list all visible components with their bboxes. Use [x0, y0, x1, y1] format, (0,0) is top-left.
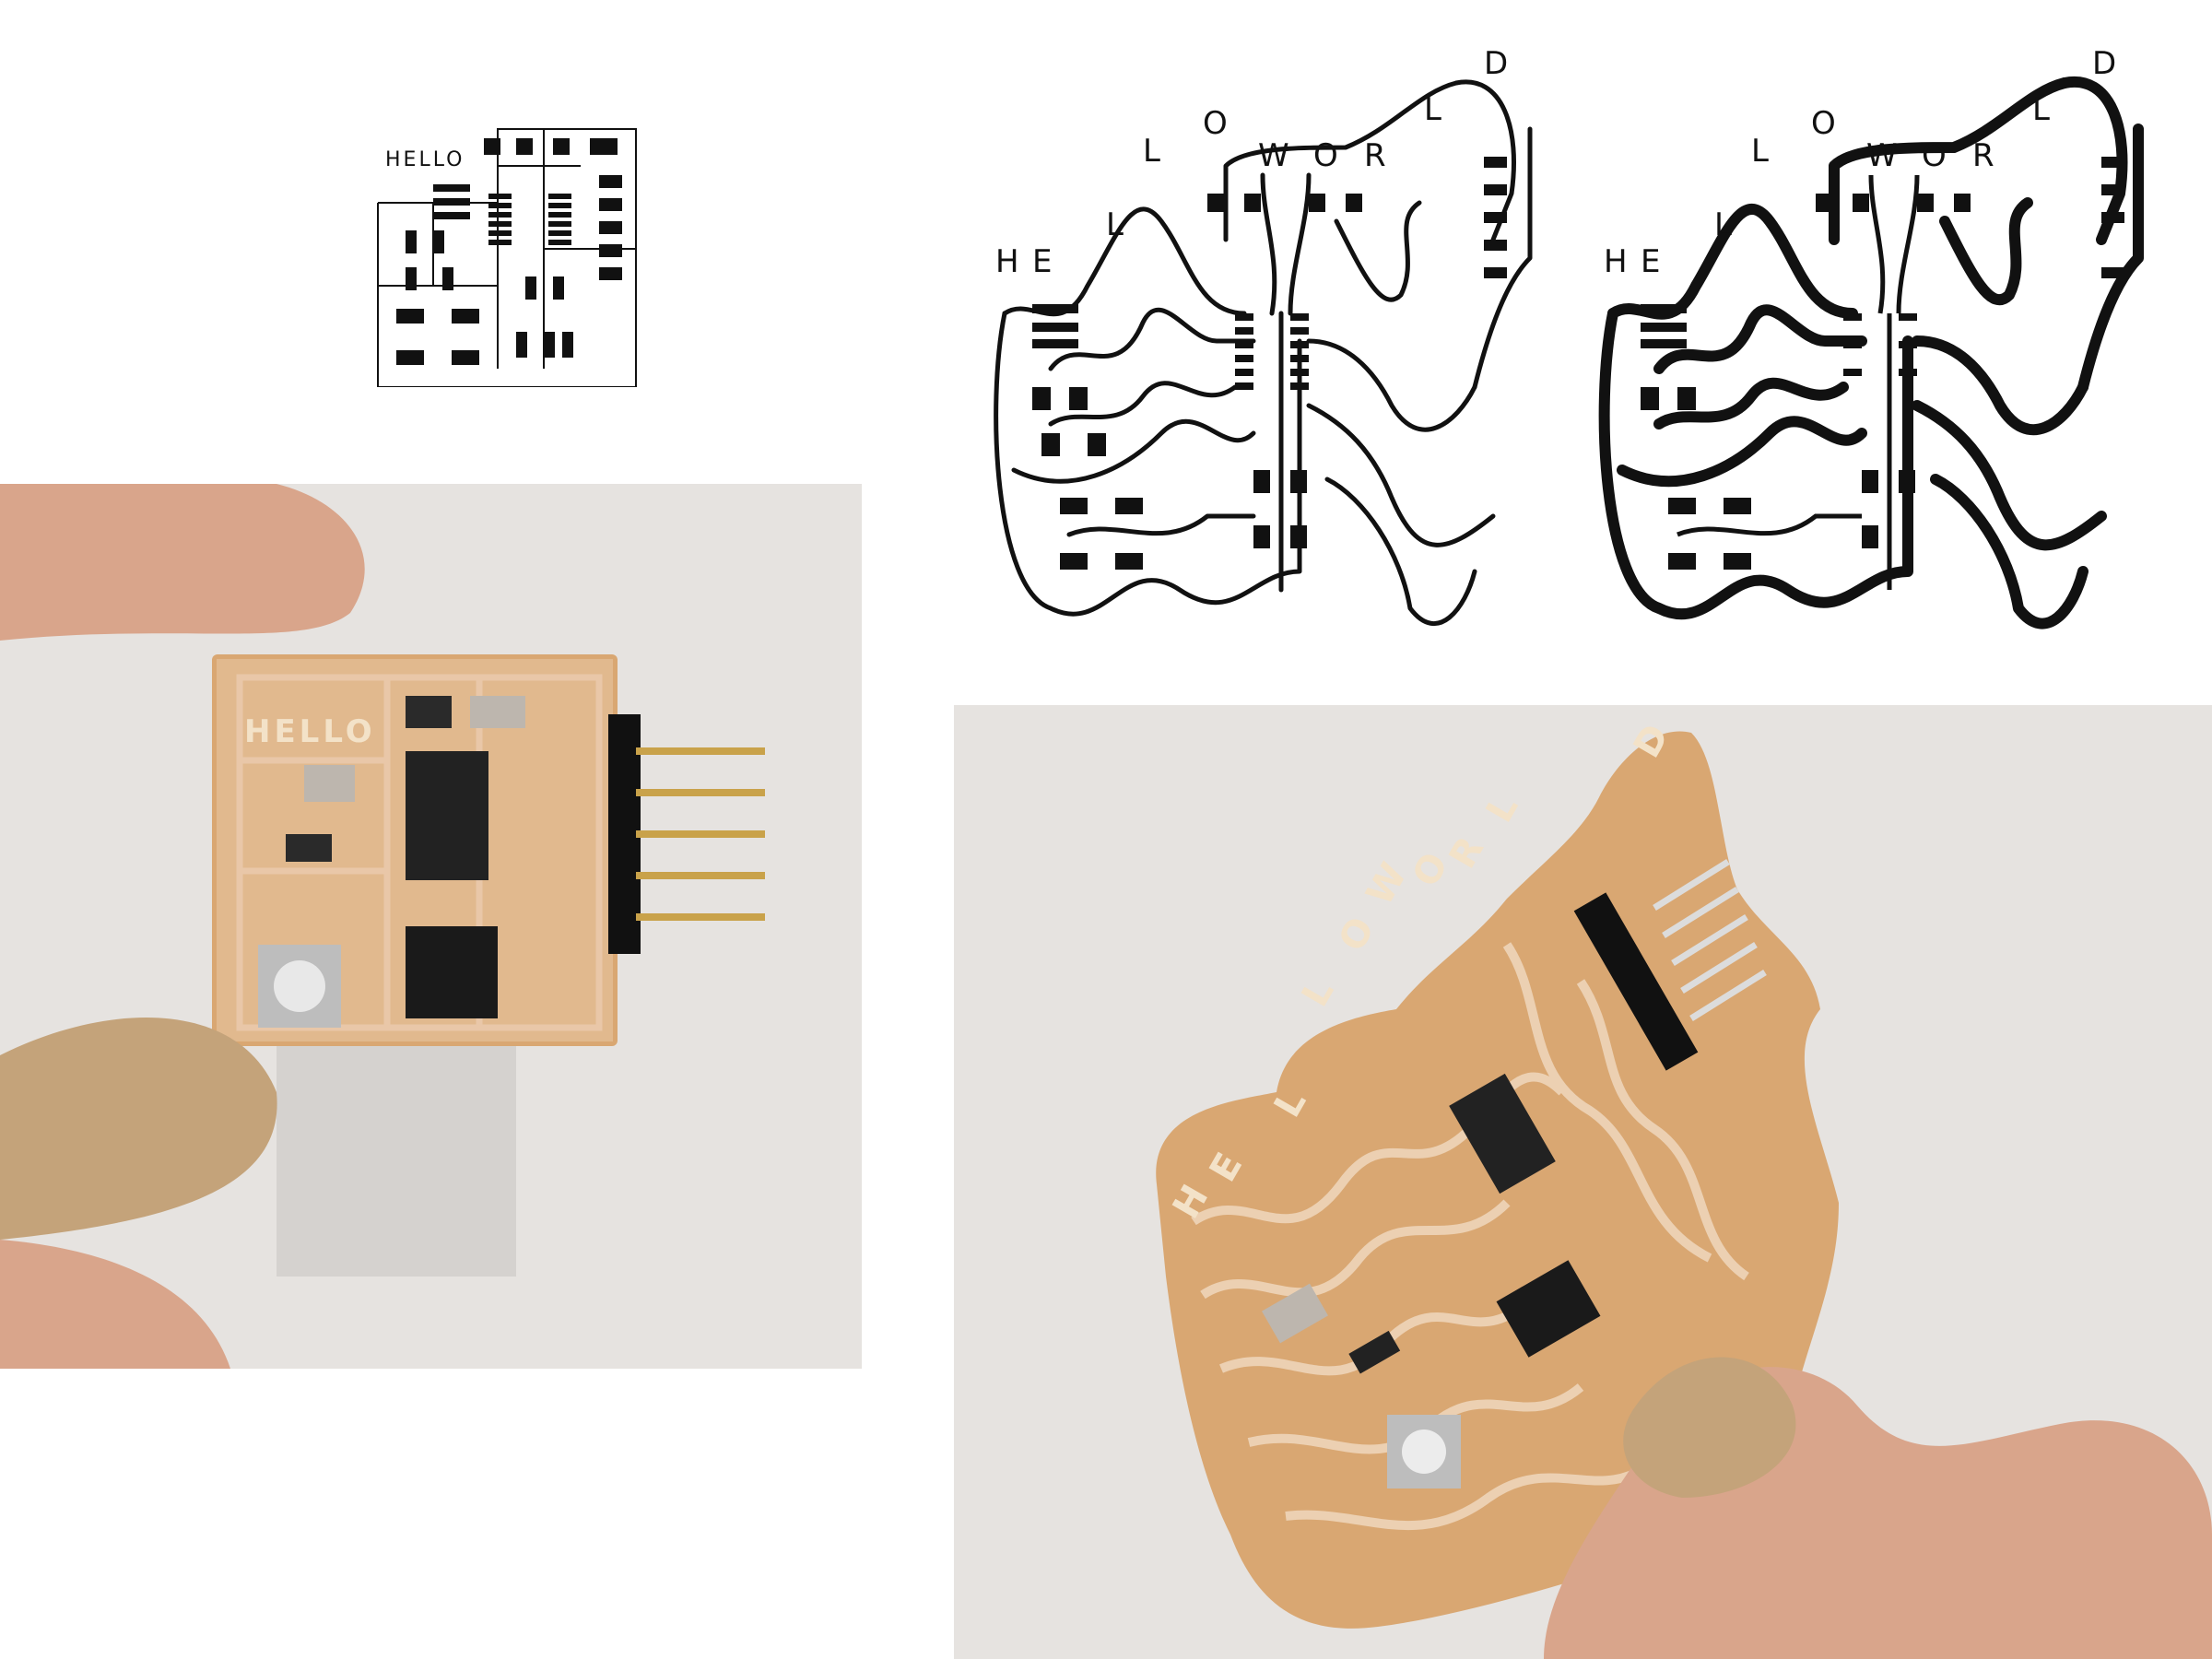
schematic-straight-svg: HELLO — [377, 128, 637, 387]
wiggle-thin-letter-l3: L — [1424, 91, 1441, 128]
photo-wiggle-board-svg: H E L L O W O R L D — [954, 705, 2212, 1659]
wiggle-thin-letter-l1: L — [1106, 206, 1124, 243]
wiggle-thick-letter-l1: L — [1714, 206, 1732, 243]
wiggle-thick-letter-l2: L — [1751, 133, 1769, 170]
wiggle-thin-letter-d: D — [1484, 45, 1508, 82]
photo-straight-board-svg: HELLO — [0, 484, 862, 1369]
wiggle-thick-letter-d: D — [2092, 45, 2116, 82]
wiggle-thick-letter-r: R — [1972, 137, 1994, 174]
schematic-wiggle-thin: H E L L O W O R L D — [977, 37, 1548, 664]
schematic-hello-label: HELLO — [385, 148, 465, 171]
photo-straight-board: HELLO — [0, 484, 862, 1369]
photo-wiggle-board: H E L L O W O R L D — [954, 705, 2212, 1659]
wiggle-thin-letter-o2: O — [1313, 137, 1338, 174]
schematic-wiggle-thick-svg: H E L L O W O R L D — [1598, 45, 2144, 629]
wiggle-thick-letter-e: E — [1641, 243, 1660, 280]
schematic-straight-layout: HELLO — [369, 111, 654, 387]
photo-board-hello-label: HELLO — [244, 713, 376, 750]
wiggle-thick-letter-o1: O — [1811, 105, 1836, 142]
wiggle-thin-letter-e: E — [1032, 243, 1052, 280]
schematic-wiggle-thick: H E L L O W O R L D — [1585, 37, 2175, 664]
wiggle-thick-letter-h: H — [1604, 243, 1628, 280]
schematic-wiggle-thin-svg: H E L L O W O R L D — [994, 45, 1533, 626]
wiggle-thin-letter-h: H — [995, 243, 1019, 280]
wiggle-thick-letter-l3: L — [2032, 91, 2050, 128]
wiggle-thin-letter-r: R — [1364, 137, 1386, 174]
wiggle-thin-letter-l2: L — [1143, 133, 1160, 170]
wiggle-thick-letter-o2: O — [1922, 137, 1947, 174]
wiggle-thin-letter-o1: O — [1203, 105, 1228, 142]
wiggle-thick-letter-w: W — [1866, 137, 1898, 174]
wiggle-thin-letter-w: W — [1258, 137, 1289, 174]
